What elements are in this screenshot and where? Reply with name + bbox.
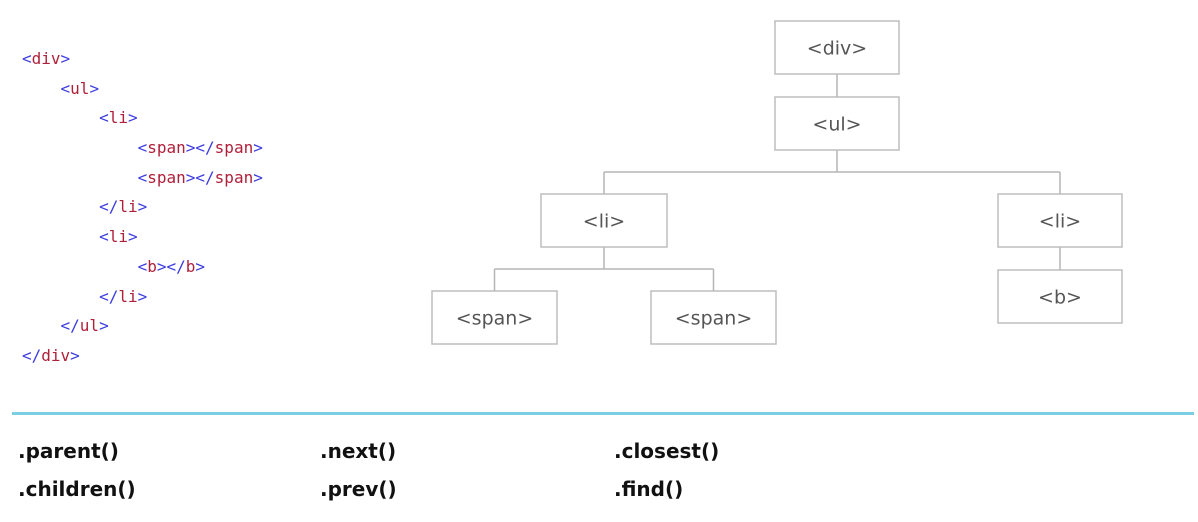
- code-line: <div>: [22, 49, 71, 68]
- method-item: .find(): [614, 477, 684, 501]
- code-line: <span></span>: [137, 167, 263, 187]
- tree-node-label: <div>: [807, 38, 867, 60]
- tree-node-box: [774, 96, 900, 151]
- code-line: </ul>: [60, 316, 109, 336]
- dom-tree-diagram: <div> <ul> <li> <li> <span> <span> <b>: [431, 20, 1123, 345]
- tree-node-label: <li>: [583, 211, 625, 233]
- tree-node-box: [997, 269, 1123, 324]
- tree-node-label: <span>: [456, 308, 533, 330]
- tree-node-box: [431, 290, 558, 345]
- tree-edges: [493, 74, 1061, 291]
- method-item: .closest(): [614, 439, 720, 463]
- code-line: <li>: [99, 227, 138, 247]
- code-line: <span></span>: [137, 138, 263, 158]
- tree-node-box: [997, 193, 1123, 248]
- method-item: .next(): [320, 439, 397, 463]
- tree-node-box: [774, 20, 900, 75]
- tree-node-div: <div>: [774, 20, 900, 75]
- code-line: <ul>: [60, 78, 100, 98]
- tree-node-ul: <ul>: [774, 96, 900, 151]
- methods-column-3: .closest() .find(): [614, 432, 719, 508]
- methods-column-1: .parent() .children(): [18, 432, 136, 508]
- methods-column-2: .next() .prev(): [320, 432, 397, 508]
- code-line: <b></b>: [137, 256, 206, 276]
- method-item: .prev(): [320, 477, 397, 501]
- tree-node-label: <b>: [1038, 287, 1082, 309]
- method-item: .parent(): [18, 439, 119, 463]
- tree-node-label: <ul>: [812, 114, 861, 136]
- tree-node-label: <span>: [675, 308, 752, 330]
- section-divider: [12, 412, 1194, 415]
- tree-node-span-2: <span>: [650, 290, 777, 345]
- method-item: .children(): [18, 477, 136, 501]
- code-line: <li>: [99, 108, 138, 128]
- code-line: </div>: [22, 345, 80, 365]
- tree-node-box: [650, 290, 777, 345]
- tree-node-label: <li>: [1039, 211, 1081, 233]
- tree-node-span-1: <span>: [431, 290, 558, 345]
- code-listing: <div> <ul> <li> <span></span> <span></sp…: [22, 44, 263, 371]
- tree-node-li-1: <li>: [540, 193, 668, 248]
- tree-node-b: <b>: [997, 269, 1123, 324]
- tree-node-box: [540, 193, 668, 248]
- code-line: </li>: [99, 286, 148, 306]
- tree-nodes: <div> <ul> <li> <li> <span> <span> <b>: [431, 20, 1123, 345]
- code-line: </li>: [99, 197, 148, 217]
- tree-node-li-2: <li>: [997, 193, 1123, 248]
